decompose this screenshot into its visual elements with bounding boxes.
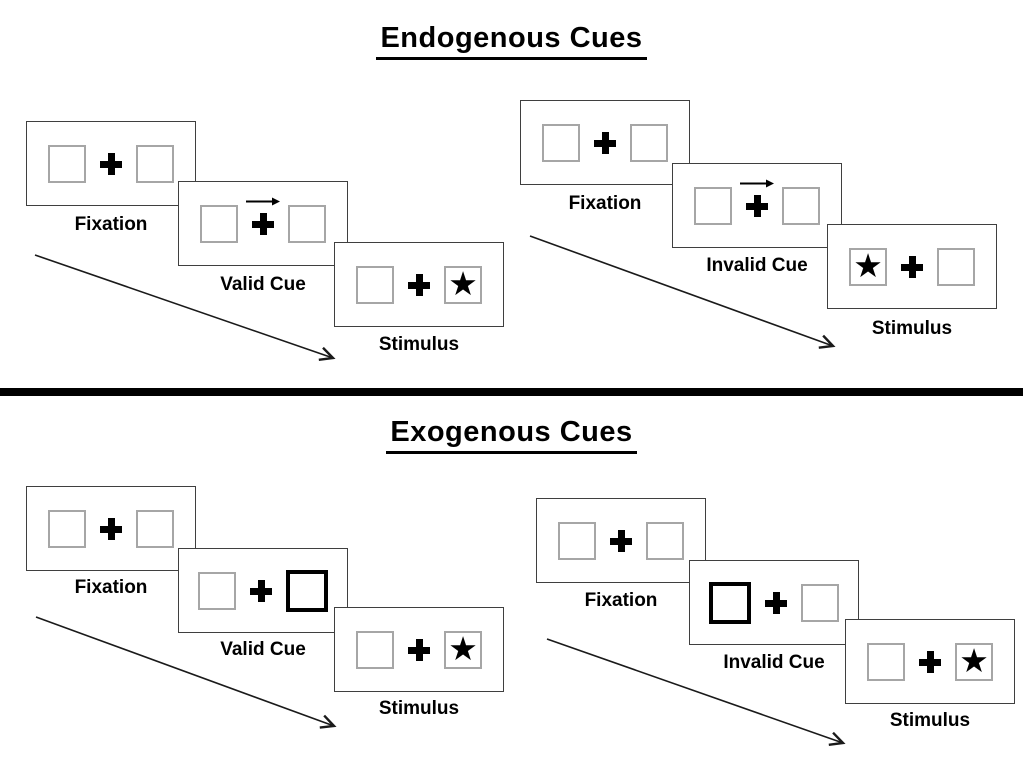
plus-icon — [919, 650, 941, 673]
timeline-arrow — [546, 638, 846, 746]
left-box: ★ — [849, 247, 887, 286]
fixation-cross-icon — [100, 517, 122, 540]
plus-icon — [901, 255, 923, 278]
section-title-endogenous: Endogenous Cues — [0, 22, 1023, 60]
panel-exo-invalid-fixation — [536, 498, 706, 583]
left-box — [200, 204, 238, 243]
fixation-cross-icon — [408, 638, 430, 661]
panel-exo-invalid-cue — [689, 560, 859, 645]
panel-exo-valid-fixation — [26, 486, 196, 571]
star-icon: ★ — [959, 642, 989, 679]
fixation-cross-icon — [740, 179, 774, 217]
panel-label-invalid-cue: Invalid Cue — [706, 255, 808, 276]
panel-endo-valid-stimulus: ★ — [334, 242, 504, 327]
section-title-text: Endogenous Cues — [376, 22, 647, 60]
left-box — [694, 186, 732, 225]
right-box — [136, 509, 174, 548]
fixation-cross-icon — [765, 591, 787, 614]
panel-label-valid-cue: Valid Cue — [220, 639, 306, 660]
plus-icon — [252, 212, 274, 235]
right-box: ★ — [444, 630, 482, 669]
plus-icon — [250, 579, 272, 602]
star-icon: ★ — [853, 247, 883, 284]
right-box — [646, 521, 684, 560]
panel-label-fixation: Fixation — [584, 590, 658, 611]
fixation-cross-icon — [246, 197, 280, 235]
right-box — [937, 247, 975, 286]
plus-icon — [610, 529, 632, 552]
right-box: ★ — [955, 642, 993, 681]
panel-label-fixation: Fixation — [568, 193, 642, 214]
plus-icon — [408, 638, 430, 661]
star-icon: ★ — [448, 265, 478, 302]
left-box — [542, 123, 580, 162]
left-box — [198, 571, 236, 610]
left-box — [558, 521, 596, 560]
fixation-cross-icon — [100, 152, 122, 175]
right-box — [801, 583, 839, 622]
right-arrow-icon — [740, 179, 774, 187]
right-box — [136, 144, 174, 183]
fixation-cross-icon — [250, 579, 272, 602]
panel-exo-valid-stimulus: ★ — [334, 607, 504, 692]
right-box — [782, 186, 820, 225]
fixation-cross-icon — [594, 131, 616, 154]
timeline-arrow — [529, 235, 836, 349]
left-box — [356, 265, 394, 304]
left-box — [867, 642, 905, 681]
panel-exo-invalid-stimulus: ★ — [845, 619, 1015, 704]
fixation-cross-icon — [901, 255, 923, 278]
panel-label-stimulus: Stimulus — [871, 318, 953, 339]
section-title-text: Exogenous Cues — [386, 416, 637, 454]
left-box — [356, 630, 394, 669]
plus-icon — [765, 591, 787, 614]
plus-icon — [746, 194, 768, 217]
fixation-cross-icon — [919, 650, 941, 673]
right-box-cue-highlight — [286, 569, 328, 612]
left-box — [48, 509, 86, 548]
panel-label-stimulus: Stimulus — [378, 698, 460, 719]
panel-exo-valid-cue — [178, 548, 348, 633]
panel-label-fixation: Fixation — [74, 577, 148, 598]
left-box-cue-highlight — [709, 581, 751, 624]
left-box — [48, 144, 86, 183]
right-arrow-icon — [246, 197, 280, 205]
panel-endo-valid-cue — [178, 181, 348, 266]
timeline-arrow — [35, 616, 337, 729]
panel-label-stimulus: Stimulus — [378, 334, 460, 355]
fixation-cross-icon — [610, 529, 632, 552]
section-title-exogenous: Exogenous Cues — [0, 416, 1023, 454]
plus-icon — [100, 517, 122, 540]
star-icon: ★ — [448, 630, 478, 667]
timeline-arrow — [34, 254, 336, 362]
panel-label-valid-cue: Valid Cue — [220, 274, 306, 295]
plus-icon — [594, 131, 616, 154]
section-divider — [0, 388, 1023, 396]
panel-label-fixation: Fixation — [74, 214, 148, 235]
panel-endo-invalid-stimulus: ★ — [827, 224, 997, 309]
plus-icon — [408, 273, 430, 296]
panel-label-invalid-cue: Invalid Cue — [723, 652, 825, 673]
fixation-cross-icon — [408, 273, 430, 296]
plus-icon — [100, 152, 122, 175]
right-box: ★ — [444, 265, 482, 304]
panel-endo-invalid-cue — [672, 163, 842, 248]
right-box — [630, 123, 668, 162]
panel-endo-valid-fixation — [26, 121, 196, 206]
right-box — [288, 204, 326, 243]
panel-endo-invalid-fixation — [520, 100, 690, 185]
panel-label-stimulus: Stimulus — [889, 710, 971, 731]
